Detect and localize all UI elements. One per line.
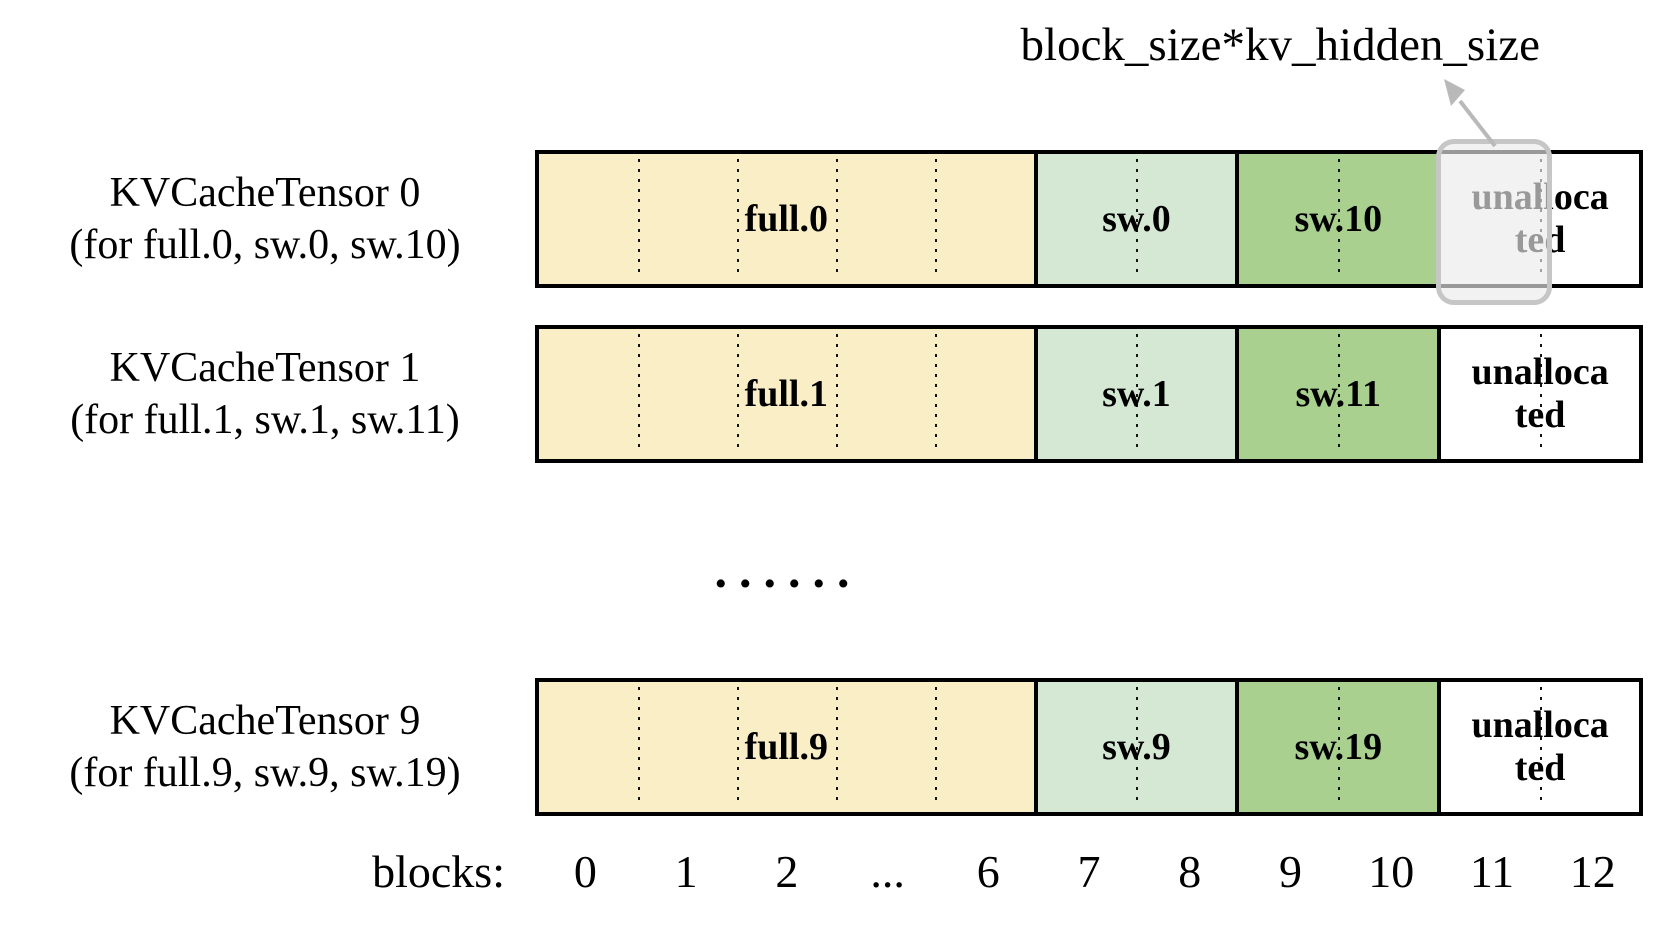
block-divider	[1540, 687, 1543, 807]
block-divider	[637, 687, 640, 807]
block-divider	[1540, 334, 1543, 454]
block-divider	[1136, 334, 1139, 454]
tensor-1-label: KVCacheTensor 1 (for full.1, sw.1, sw.11…	[25, 342, 505, 446]
block-divider	[835, 687, 838, 807]
blocks-axis-label: blocks:	[372, 846, 505, 897]
tensor-0-title: KVCacheTensor 0	[109, 170, 421, 216]
block-divider	[1338, 159, 1341, 279]
axis-tick-12: 12	[1569, 846, 1616, 897]
tensor-9-label: KVCacheTensor 9 (for full.9, sw.9, sw.19…	[25, 695, 505, 799]
tensor-1-title: KVCacheTensor 1	[109, 345, 421, 391]
block-divider	[835, 159, 838, 279]
block-divider	[736, 687, 739, 807]
block-divider	[934, 334, 937, 454]
segment-label: full.9	[744, 725, 828, 768]
block-divider	[736, 159, 739, 279]
block-divider	[934, 687, 937, 807]
segment-sw-0: sw.0	[1033, 154, 1236, 284]
block-divider	[637, 159, 640, 279]
segment-sw-11: sw.11	[1235, 329, 1438, 459]
axis-tick-7: 7	[1077, 846, 1101, 897]
tensor-0-label: KVCacheTensor 0 (for full.0, sw.0, sw.10…	[25, 167, 505, 271]
segment-sw-10: sw.10	[1235, 154, 1438, 284]
axis-tick-10: 10	[1368, 846, 1415, 897]
block-divider	[736, 334, 739, 454]
axis-tick-1: 1	[674, 846, 698, 897]
axis-tick-11: 11	[1469, 846, 1515, 897]
segment-label: sw.11	[1295, 372, 1382, 415]
segment-label: sw.10	[1294, 197, 1383, 240]
block-size-annotation: block_size*kv_hidden_size	[1020, 19, 1540, 71]
highlighted-block-outline	[1436, 139, 1552, 305]
annotation-arrow-icon	[1444, 79, 1497, 148]
segment-label: sw.19	[1294, 725, 1383, 768]
segment-full-1: full.1	[539, 329, 1034, 459]
block-divider	[637, 334, 640, 454]
tensor-9-title: KVCacheTensor 9	[109, 698, 421, 744]
segment-sw-1: sw.1	[1033, 329, 1236, 459]
tensor-1-subtitle: (for full.1, sw.1, sw.11)	[70, 397, 460, 443]
block-divider	[934, 159, 937, 279]
segment-full-9: full.9	[539, 682, 1034, 812]
tensor-0-subtitle: (for full.0, sw.0, sw.10)	[69, 222, 461, 268]
segment-label: sw.1	[1102, 372, 1171, 415]
segment-full-0: full.0	[539, 154, 1034, 284]
axis-tick-6: 6	[976, 846, 1000, 897]
rows-ellipsis: ......	[714, 542, 862, 598]
block-divider	[1338, 334, 1341, 454]
axis-tick-2: 2	[775, 846, 799, 897]
axis-tick-ellipsis: ...	[870, 846, 905, 897]
segment-sw-9: sw.9	[1033, 682, 1236, 812]
axis-tick-0: 0	[573, 846, 597, 897]
axis-tick-9: 9	[1279, 846, 1302, 897]
segment-label: sw.9	[1102, 725, 1171, 768]
block-divider	[1136, 687, 1139, 807]
block-divider	[835, 334, 838, 454]
axis-tick-8: 8	[1178, 846, 1202, 897]
segment-label: sw.0	[1102, 197, 1171, 240]
tensor-9-subtitle: (for full.9, sw.9, sw.19)	[69, 750, 461, 796]
segment-label: full.0	[744, 197, 828, 240]
block-divider	[1136, 159, 1139, 279]
segment-label: full.1	[744, 372, 828, 415]
blocks-axis: 0 1 2 ... 6 7 8 9 10 11 12	[535, 845, 1643, 898]
block-divider	[1338, 687, 1341, 807]
segment-sw-19: sw.19	[1235, 682, 1438, 812]
